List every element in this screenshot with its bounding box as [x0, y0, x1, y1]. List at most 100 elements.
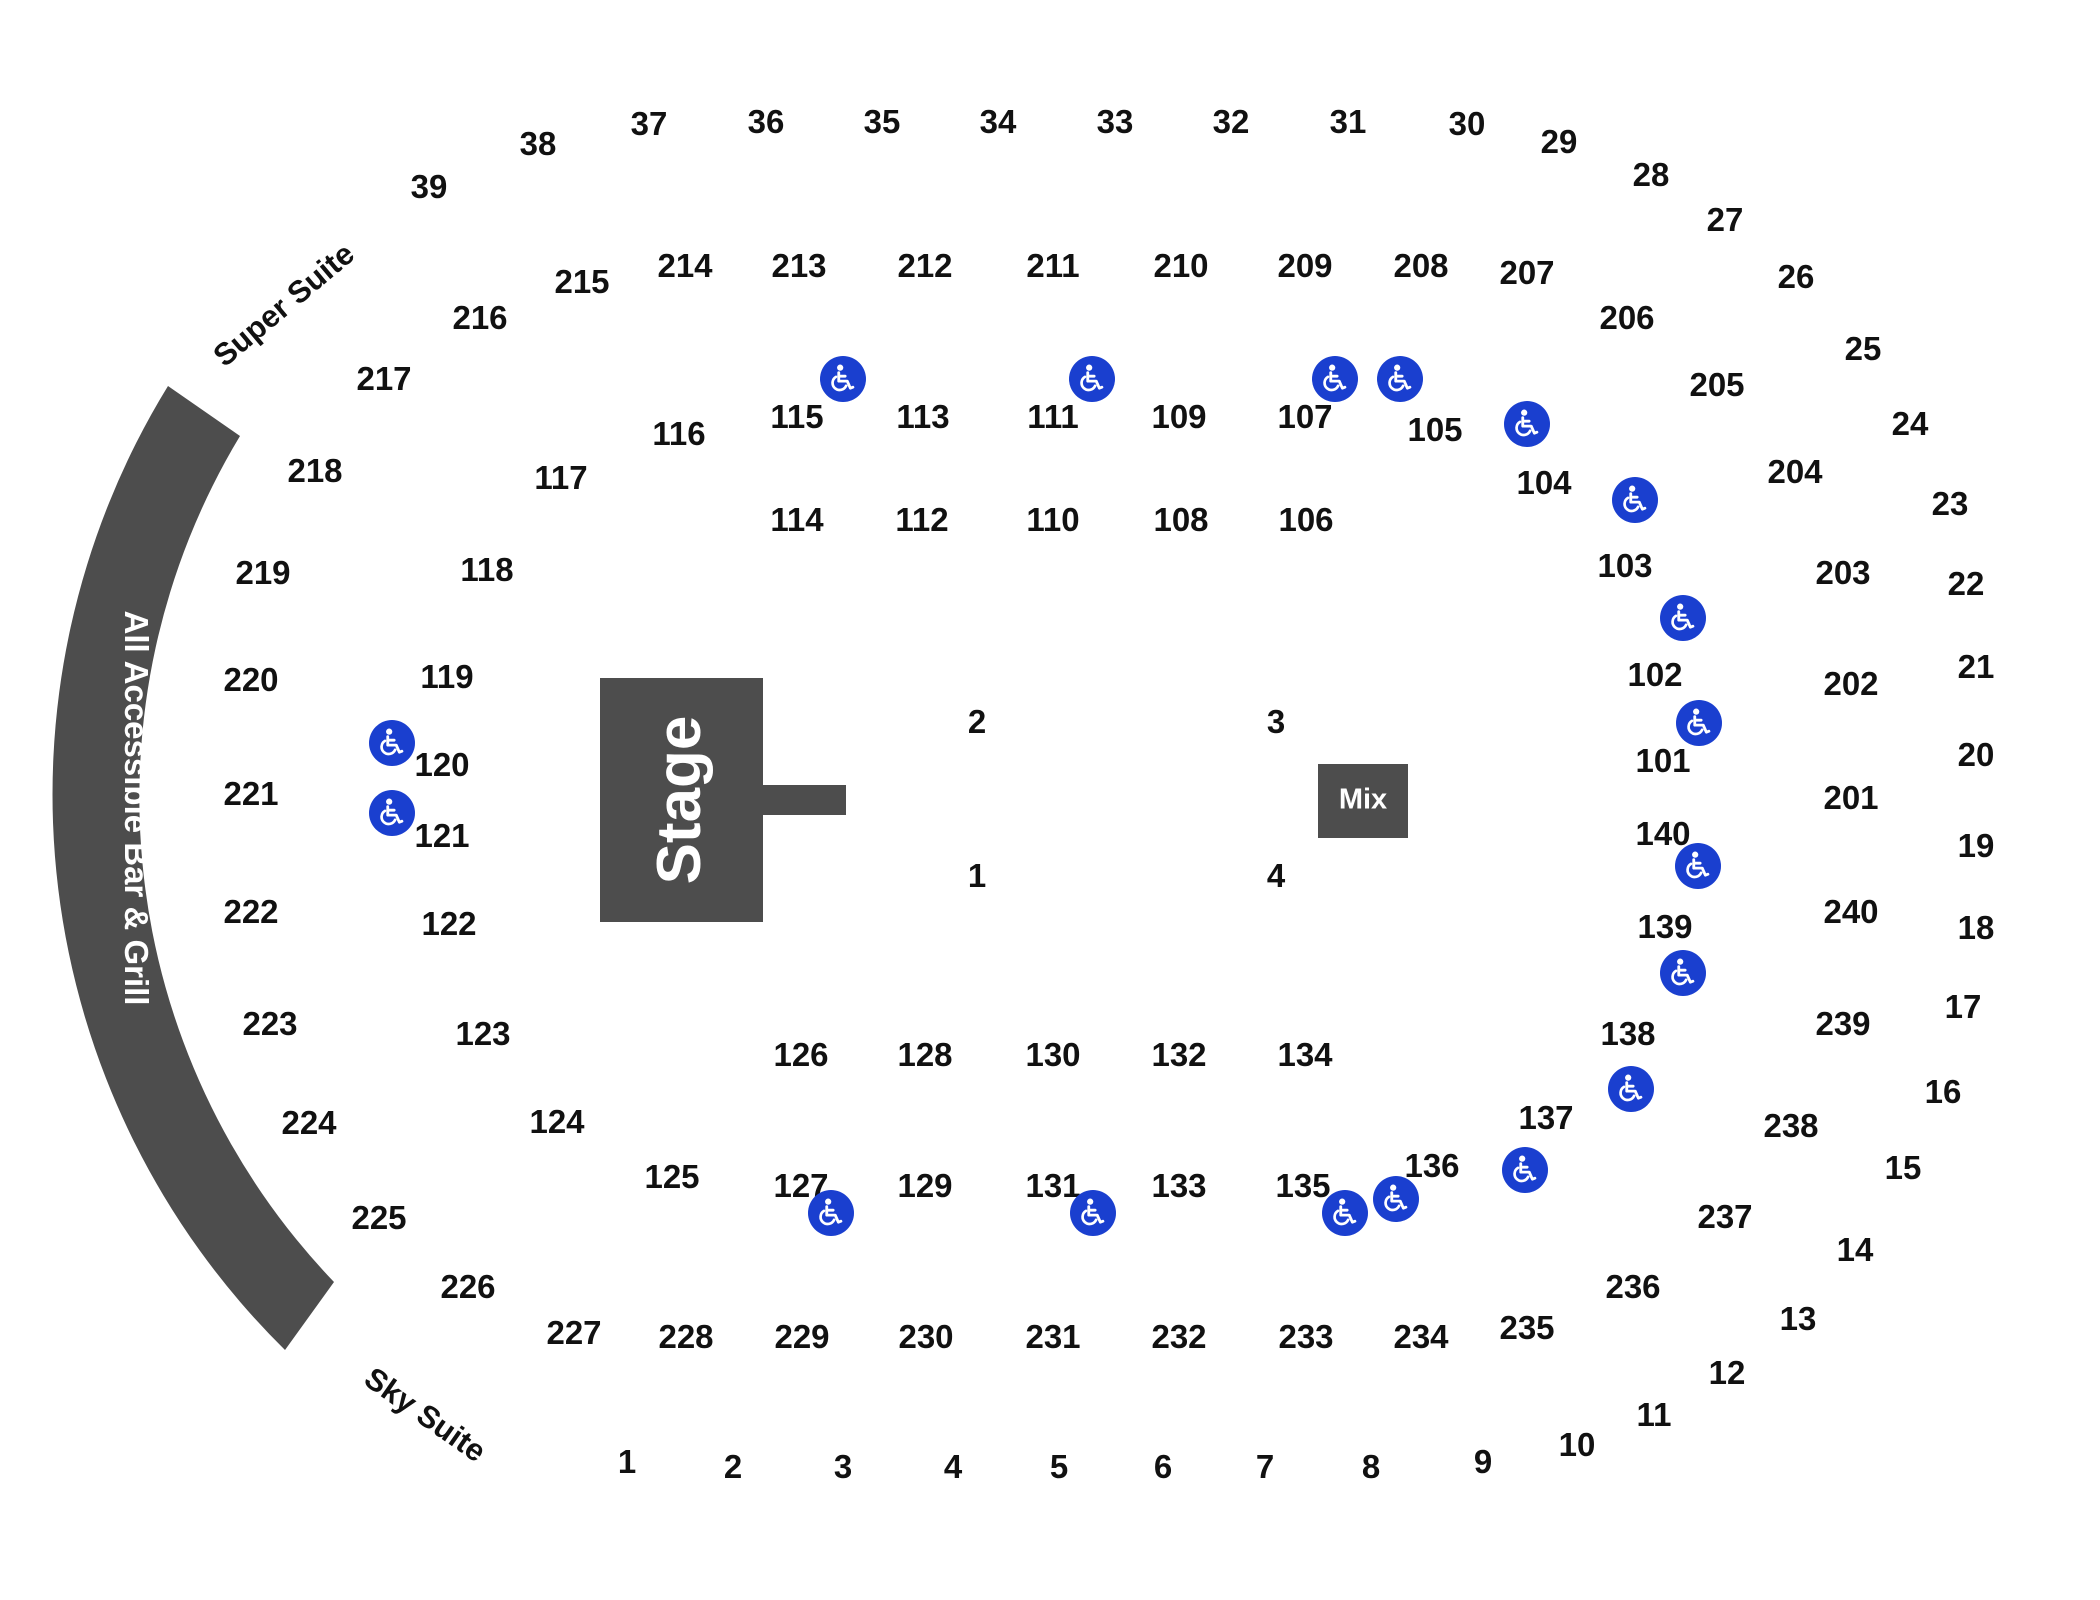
suite-9[interactable]: 9	[1473, 1443, 1493, 1480]
suite-13[interactable]: 13	[1779, 1300, 1817, 1337]
suite-37[interactable]: 37	[630, 105, 668, 142]
suite-14[interactable]: 14	[1836, 1231, 1874, 1268]
section-121[interactable]: 121	[414, 817, 470, 854]
stage[interactable]	[600, 678, 763, 922]
section-101[interactable]: 101	[1635, 742, 1691, 779]
section-218[interactable]: 218	[287, 452, 343, 489]
suite-36[interactable]: 36	[747, 103, 785, 140]
section-112[interactable]: 112	[895, 501, 949, 538]
suite-38[interactable]: 38	[519, 125, 557, 162]
section-119[interactable]: 119	[420, 658, 474, 695]
section-116[interactable]: 116	[652, 415, 706, 452]
suite-33[interactable]: 33	[1096, 103, 1134, 140]
section-212[interactable]: 212	[897, 247, 953, 284]
section-228[interactable]: 228	[658, 1318, 714, 1355]
suite-22[interactable]: 22	[1947, 565, 1985, 602]
section-206[interactable]: 206	[1599, 299, 1655, 336]
suite-31[interactable]: 31	[1329, 103, 1367, 140]
section-207[interactable]: 207	[1499, 254, 1555, 291]
suite-34[interactable]: 34	[979, 103, 1017, 140]
section-105[interactable]: 105	[1407, 411, 1463, 448]
suite-19[interactable]: 19	[1957, 827, 1995, 864]
suite-23[interactable]: 23	[1931, 485, 1969, 522]
section-240[interactable]: 240	[1823, 893, 1879, 930]
section-233[interactable]: 233	[1278, 1318, 1334, 1355]
section-234[interactable]: 234	[1393, 1318, 1449, 1355]
section-227[interactable]: 227	[546, 1314, 602, 1351]
section-215[interactable]: 215	[554, 263, 610, 300]
section-230[interactable]: 230	[898, 1318, 954, 1355]
section-108[interactable]: 108	[1153, 501, 1209, 538]
section-129[interactable]: 129	[897, 1167, 953, 1204]
section-118[interactable]: 118	[460, 551, 514, 588]
section-224[interactable]: 224	[281, 1104, 337, 1141]
suite-17[interactable]: 17	[1944, 988, 1982, 1025]
section-140[interactable]: 140	[1635, 815, 1691, 852]
section-211[interactable]: 211	[1026, 247, 1080, 284]
section-219[interactable]: 219	[235, 554, 291, 591]
floor-section-1[interactable]: 1	[967, 857, 987, 894]
section-225[interactable]: 225	[351, 1199, 407, 1236]
suite-2[interactable]: 2	[723, 1448, 743, 1485]
section-220[interactable]: 220	[223, 661, 279, 698]
section-238[interactable]: 238	[1763, 1107, 1819, 1144]
section-139[interactable]: 139	[1637, 908, 1693, 945]
section-137[interactable]: 137	[1518, 1099, 1574, 1136]
suite-27[interactable]: 27	[1706, 201, 1744, 238]
section-237[interactable]: 237	[1697, 1198, 1753, 1235]
section-204[interactable]: 204	[1767, 453, 1823, 490]
section-134[interactable]: 134	[1277, 1036, 1333, 1073]
section-120[interactable]: 120	[414, 746, 470, 783]
section-122[interactable]: 122	[421, 905, 477, 942]
section-104[interactable]: 104	[1516, 464, 1572, 501]
mix-booth[interactable]	[1318, 764, 1408, 838]
section-102[interactable]: 102	[1627, 656, 1683, 693]
floor-section-2[interactable]: 2	[967, 703, 987, 740]
suite-10[interactable]: 10	[1558, 1426, 1596, 1463]
section-236[interactable]: 236	[1605, 1268, 1661, 1305]
floor-section-4[interactable]: 4	[1266, 857, 1286, 894]
floor-section-3[interactable]: 3	[1266, 703, 1286, 740]
section-109[interactable]: 109	[1151, 398, 1207, 435]
section-125[interactable]: 125	[644, 1158, 700, 1195]
suite-20[interactable]: 20	[1957, 736, 1995, 773]
section-223[interactable]: 223	[242, 1005, 298, 1042]
section-209[interactable]: 209	[1277, 247, 1333, 284]
section-214[interactable]: 214	[657, 247, 713, 284]
suite-21[interactable]: 21	[1957, 648, 1995, 685]
suite-5[interactable]: 5	[1049, 1448, 1069, 1485]
section-217[interactable]: 217	[356, 360, 412, 397]
section-202[interactable]: 202	[1823, 665, 1879, 702]
section-117[interactable]: 117	[534, 459, 588, 496]
suite-30[interactable]: 30	[1448, 105, 1486, 142]
section-128[interactable]: 128	[897, 1036, 953, 1073]
section-221[interactable]: 221	[223, 775, 279, 812]
section-114[interactable]: 114	[770, 501, 824, 538]
section-208[interactable]: 208	[1393, 247, 1449, 284]
section-106[interactable]: 106	[1278, 501, 1334, 538]
section-124[interactable]: 124	[529, 1103, 585, 1140]
suite-8[interactable]: 8	[1361, 1448, 1381, 1485]
section-132[interactable]: 132	[1151, 1036, 1207, 1073]
suite-25[interactable]: 25	[1844, 330, 1882, 367]
section-126[interactable]: 126	[773, 1036, 829, 1073]
suite-12[interactable]: 12	[1708, 1354, 1746, 1391]
suite-6[interactable]: 6	[1153, 1448, 1173, 1485]
suite-28[interactable]: 28	[1632, 156, 1670, 193]
section-123[interactable]: 123	[455, 1015, 511, 1052]
section-229[interactable]: 229	[774, 1318, 830, 1355]
section-239[interactable]: 239	[1815, 1005, 1871, 1042]
section-226[interactable]: 226	[440, 1268, 496, 1305]
section-131[interactable]: 131	[1025, 1167, 1081, 1204]
section-216[interactable]: 216	[452, 299, 508, 336]
suite-32[interactable]: 32	[1212, 103, 1250, 140]
section-205[interactable]: 205	[1689, 366, 1745, 403]
suite-3[interactable]: 3	[833, 1448, 853, 1485]
section-135[interactable]: 135	[1275, 1167, 1331, 1204]
section-222[interactable]: 222	[223, 893, 279, 930]
section-136[interactable]: 136	[1404, 1147, 1460, 1184]
suite-35[interactable]: 35	[863, 103, 901, 140]
suite-1[interactable]: 1	[617, 1443, 637, 1480]
section-113[interactable]: 113	[896, 398, 950, 435]
section-103[interactable]: 103	[1597, 547, 1653, 584]
